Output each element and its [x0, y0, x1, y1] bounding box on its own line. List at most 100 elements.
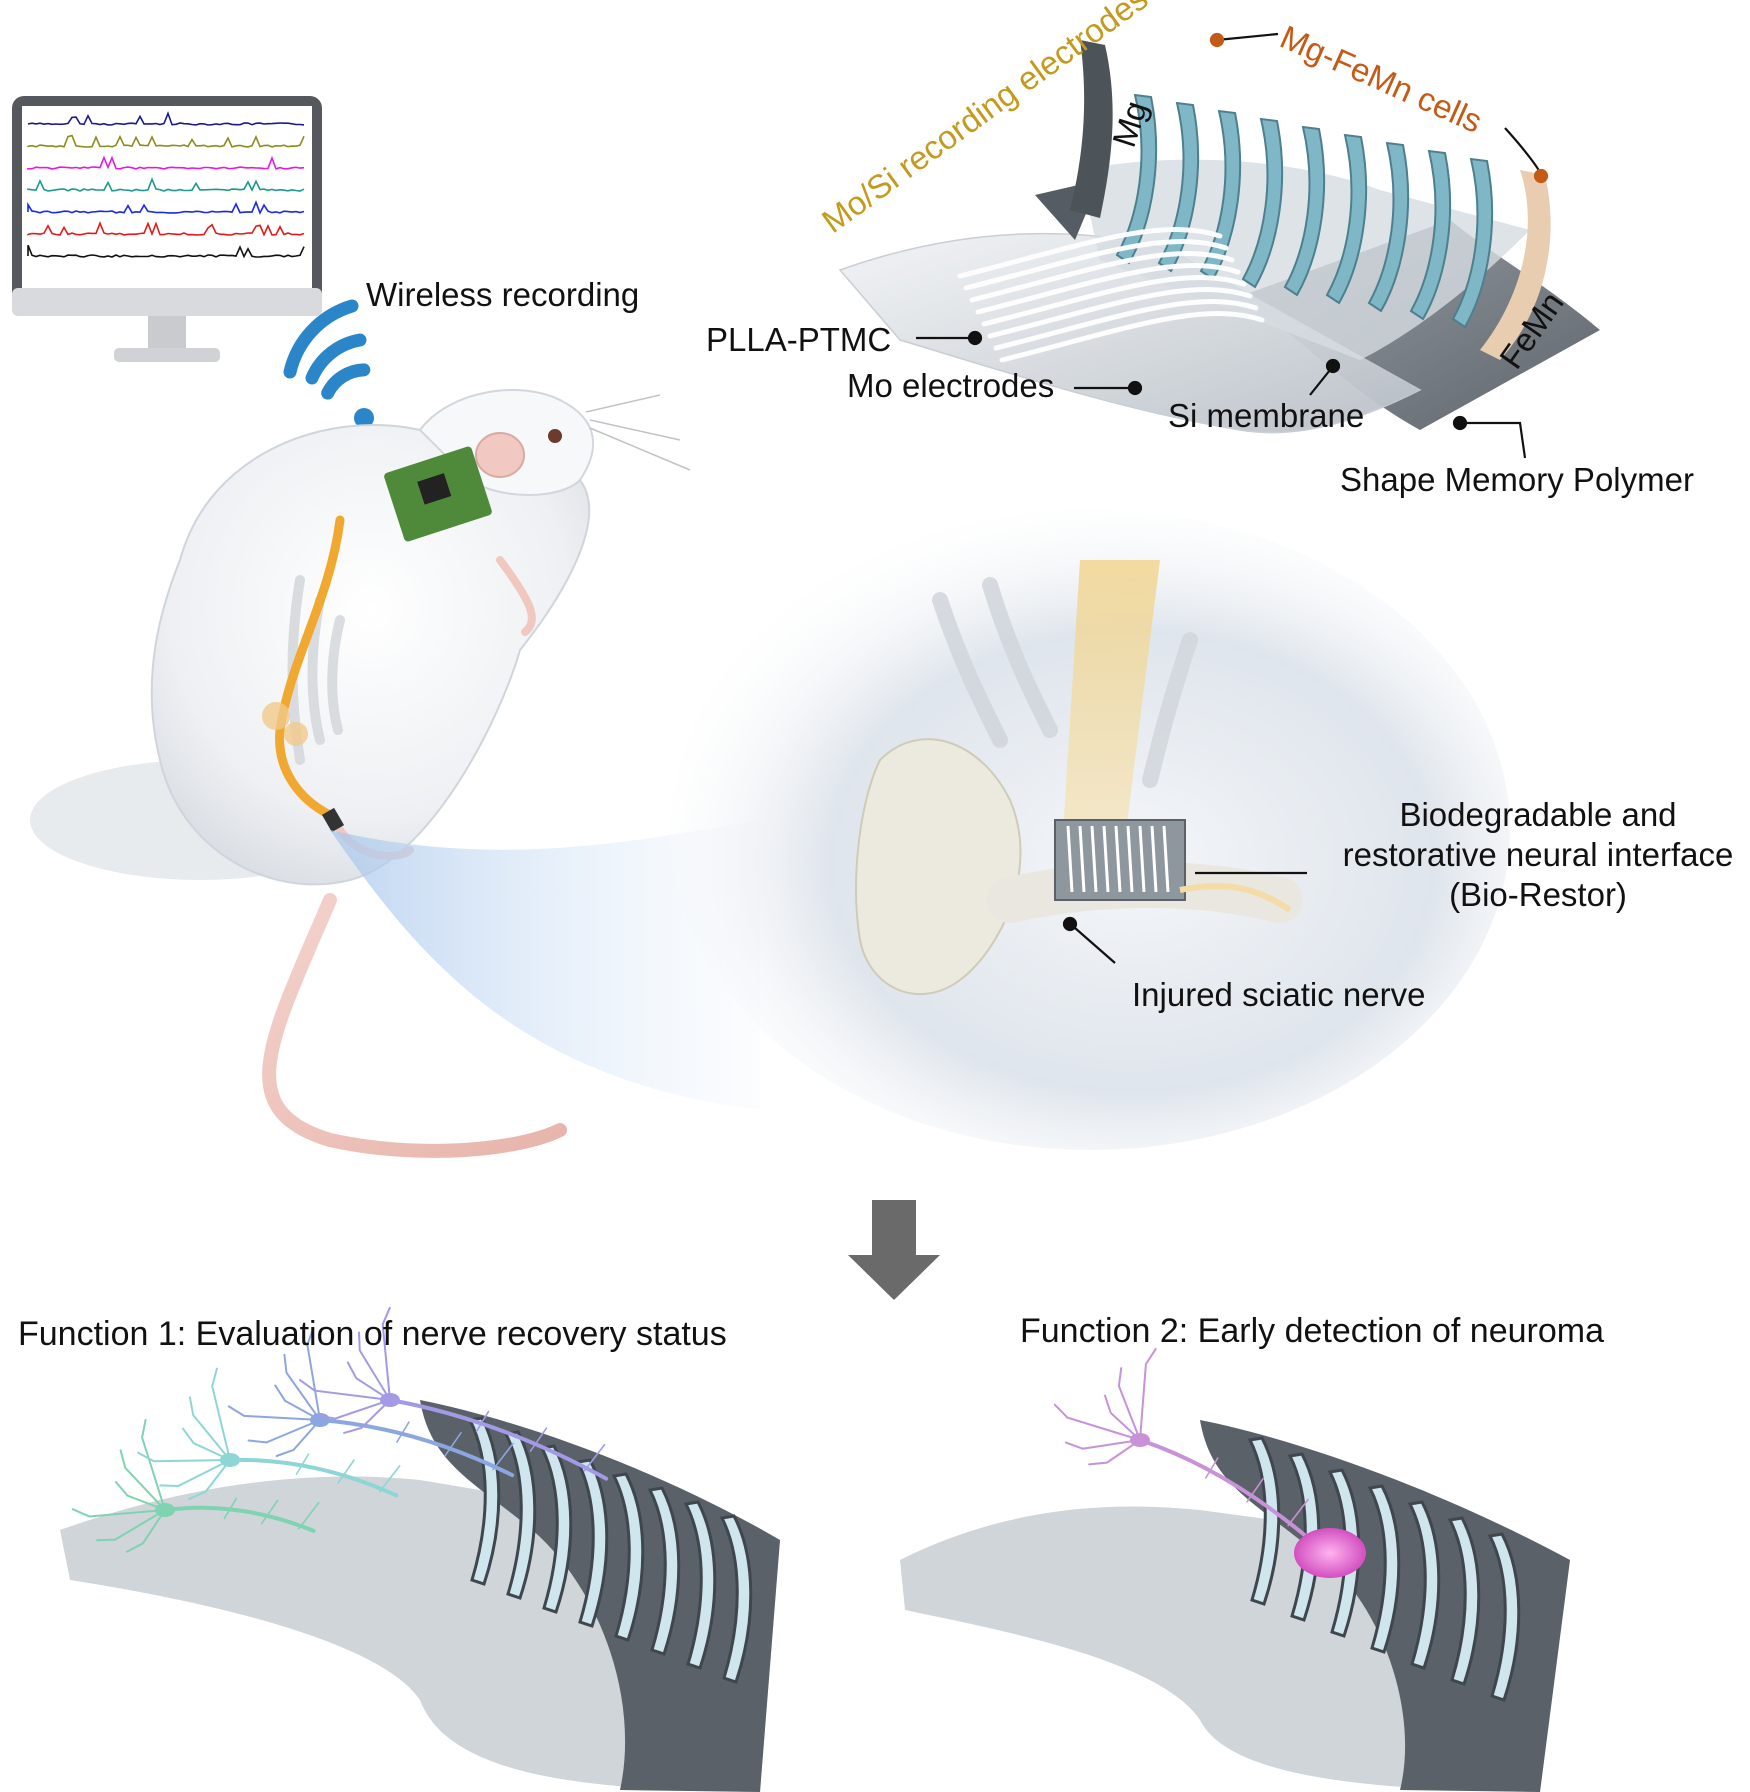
axon — [163, 1505, 316, 1533]
axon-branch — [378, 1465, 401, 1493]
axon — [1138, 1438, 1307, 1537]
mo-electrode-line — [999, 311, 1265, 363]
dendrite — [141, 1418, 166, 1511]
dendrite — [137, 1451, 231, 1463]
soma — [155, 1503, 175, 1517]
signal-traces — [27, 111, 305, 259]
implant-electrode-line — [1102, 825, 1110, 893]
signal-trace — [27, 155, 305, 170]
leader-lines — [916, 32, 1549, 964]
function1-illustration — [60, 1306, 780, 1792]
implant-electrode-line — [1090, 825, 1098, 893]
monitor-icon — [12, 96, 322, 362]
implant-electrode-line — [1114, 825, 1122, 893]
dendrite — [182, 1427, 231, 1461]
signal-trace — [27, 111, 305, 126]
implant-electrode-line — [1162, 825, 1170, 893]
dendrite — [1088, 1439, 1141, 1466]
axon-branch — [260, 1499, 279, 1525]
mo-electrode-line — [993, 299, 1259, 351]
label-plla-ptmc: PLLA-PTMC — [706, 321, 892, 358]
dendrite — [119, 1449, 166, 1511]
zoom-cone — [330, 820, 760, 1110]
implant-electrode-line — [1138, 825, 1146, 893]
label-si-membrane: Si membrane — [1168, 397, 1365, 434]
implant-zoom-view — [670, 510, 1510, 1150]
dendrite — [274, 1384, 321, 1421]
rat-illustration — [30, 389, 691, 1158]
axon-branch — [444, 1432, 462, 1457]
cell-fin — [1447, 1516, 1481, 1686]
cell-fin — [1451, 157, 1494, 329]
cell-fin — [1407, 1500, 1441, 1670]
cell-fin — [1241, 117, 1284, 289]
cell-fin — [1367, 141, 1410, 313]
axon-branch — [297, 1502, 320, 1530]
label-wireless-recording: Wireless recording — [366, 276, 640, 313]
cell-fin — [1409, 149, 1452, 321]
cell-fin — [1283, 125, 1326, 297]
dendrite — [343, 1399, 391, 1434]
cell-fin — [683, 1500, 717, 1670]
axon-branch — [475, 1410, 490, 1433]
axon-branch — [295, 1453, 310, 1475]
cell-fin — [1247, 1436, 1281, 1606]
dendrite — [1053, 1403, 1141, 1441]
dendrite — [316, 1399, 391, 1420]
cell-fin — [1287, 1452, 1321, 1622]
label-injured-sciatic-nerve: Injured sciatic nerve — [1132, 976, 1426, 1013]
implant-electrode-line — [1078, 825, 1086, 893]
soma — [380, 1393, 400, 1407]
dendrite — [1104, 1394, 1141, 1441]
dendrite — [188, 1459, 231, 1500]
axon — [228, 1457, 399, 1498]
cell-fin — [1327, 1468, 1361, 1638]
mo-electrode-line — [975, 263, 1241, 315]
signal-trace — [27, 221, 305, 237]
dendrite — [283, 1353, 321, 1421]
axon-branch — [1246, 1478, 1264, 1503]
dendrite — [211, 1367, 231, 1461]
dendrite — [96, 1509, 166, 1542]
axon — [318, 1418, 515, 1478]
function2-title: Function 2: Early detection of neuroma — [1020, 1312, 1604, 1350]
dendrite — [227, 1405, 321, 1421]
dendrite — [1117, 1367, 1141, 1441]
dendrite — [188, 1396, 231, 1461]
soma — [220, 1453, 240, 1467]
dendrite — [346, 1361, 391, 1401]
implant-electrode-line — [1126, 825, 1134, 893]
dendrite — [114, 1481, 166, 1511]
cell-fin — [647, 1486, 681, 1656]
axon-branch — [492, 1442, 514, 1471]
axon-branch — [583, 1444, 606, 1472]
dendrite — [1064, 1439, 1141, 1450]
axon-branch — [396, 1421, 410, 1443]
mo-electrode-line — [957, 227, 1223, 279]
cell-fin — [503, 1430, 537, 1600]
dendrite — [159, 1459, 231, 1488]
cell-fin — [1367, 1484, 1401, 1654]
cell-fin — [575, 1458, 609, 1628]
dendrite — [299, 1379, 391, 1401]
dendrite — [306, 1327, 321, 1421]
mo-electrode-line — [987, 287, 1253, 339]
soma — [1130, 1433, 1150, 1447]
dendrite — [247, 1419, 321, 1444]
dendrite — [381, 1306, 391, 1401]
axon-branch — [1287, 1498, 1309, 1527]
axon-branch — [1205, 1457, 1219, 1479]
cell-fin — [1325, 133, 1368, 305]
implant-electrode-line — [1150, 825, 1158, 893]
implant-electrode-line — [1066, 825, 1074, 893]
cell-fin — [539, 1444, 573, 1614]
label-shape-memory-polymer: Shape Memory Polymer — [1340, 461, 1694, 498]
dendrite — [1139, 1348, 1157, 1441]
function2-illustration — [900, 1348, 1570, 1792]
cell-fin — [1487, 1532, 1521, 1702]
cell-fin — [1157, 101, 1200, 273]
cell-fin — [611, 1472, 645, 1642]
axon — [388, 1398, 609, 1481]
